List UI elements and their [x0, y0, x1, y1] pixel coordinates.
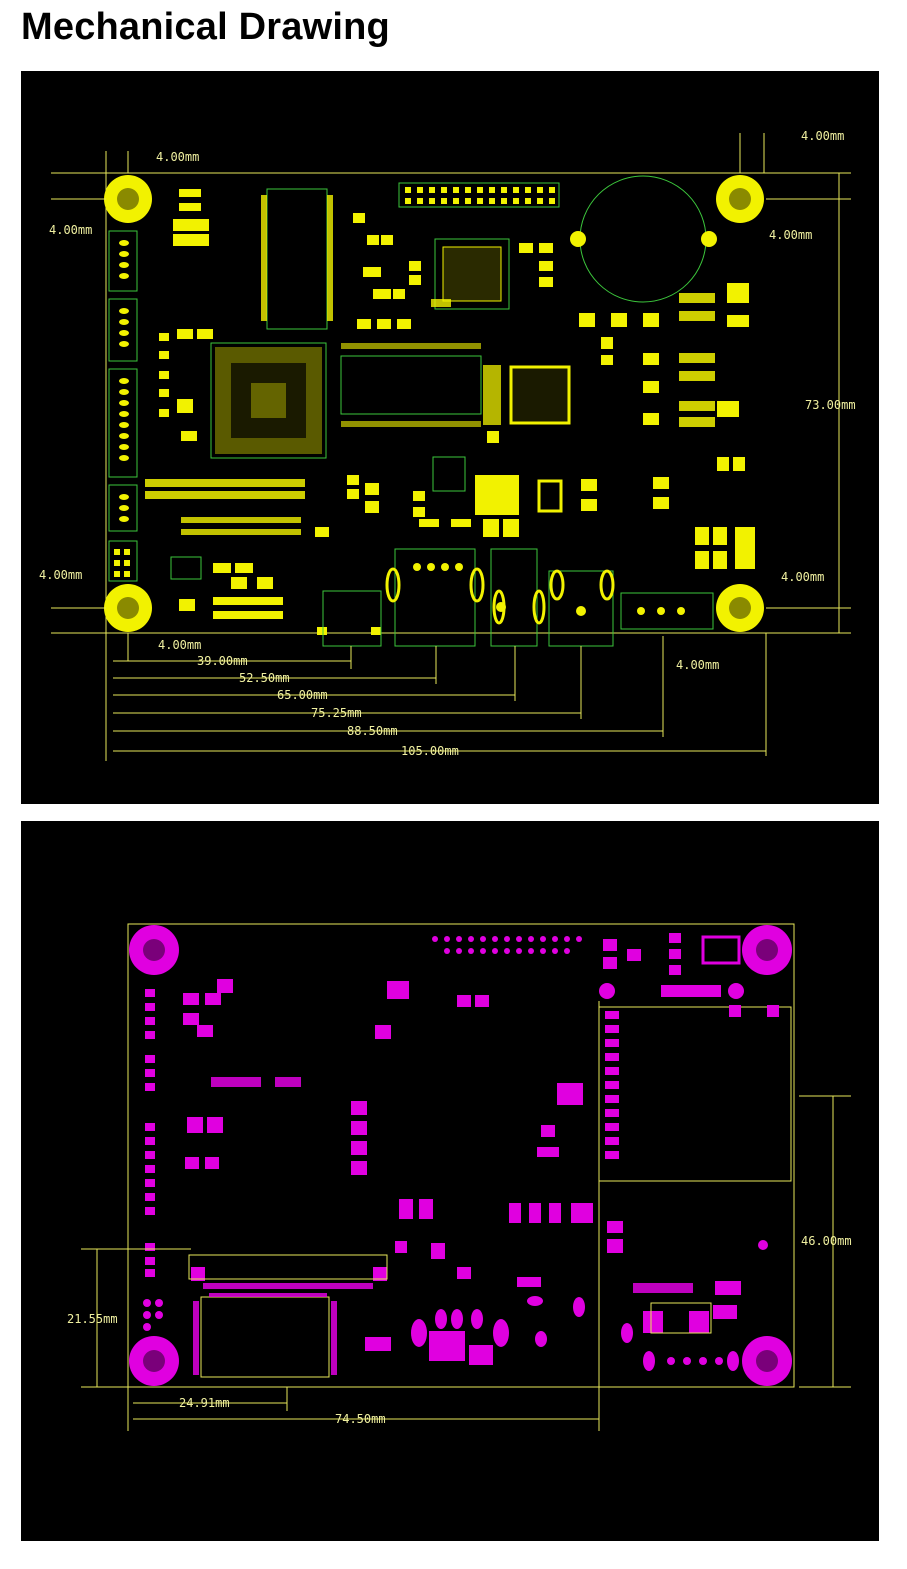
board-outline-bottom	[127, 923, 795, 1388]
dim-bottom-left-height: 21.55mm	[67, 1312, 118, 1326]
dim-corner-bottom-right: 4.00mm	[676, 658, 719, 672]
memory-chip	[266, 188, 328, 330]
top-view-drawing: 4.00mm 4.00mm 4.00mm 4.00mm 73.00mm 4.00…	[21, 71, 879, 804]
left-connectors	[108, 230, 138, 582]
dim-height: 73.00mm	[805, 398, 856, 412]
top-pin-header	[398, 182, 560, 208]
scaler-chip	[340, 355, 482, 415]
dim-corner-bottom-left: 4.00mm	[158, 638, 201, 652]
top-dimension-labels: 4.00mm 4.00mm 4.00mm 4.00mm 73.00mm 4.00…	[39, 129, 856, 758]
dim-75: 75.25mm	[311, 706, 362, 720]
dim-corner-top-right: 4.00mm	[801, 129, 844, 143]
smd-pads	[145, 189, 755, 635]
bottom-view-svg: 46.00mm 21.55mm 24.91mm 74.50mm	[67, 923, 852, 1431]
dim-bottom-height: 46.00mm	[801, 1234, 852, 1248]
bottom-dimension-lines	[81, 1095, 851, 1431]
bga-cpu	[210, 342, 327, 459]
dim-hole-left-top: 4.00mm	[49, 223, 92, 237]
bottom-connectors	[322, 548, 714, 647]
bottom-components	[143, 933, 779, 1371]
top-components	[108, 175, 755, 647]
bottom-mounting-holes	[129, 925, 792, 1386]
dim-hole-left-bottom: 4.00mm	[39, 568, 82, 582]
mounting-holes	[104, 175, 764, 632]
dim-corner-top-left: 4.00mm	[156, 150, 199, 164]
dim-88: 88.50mm	[347, 724, 398, 738]
bottom-chip-pins	[193, 1283, 373, 1375]
bottom-dimension-labels: 46.00mm 21.55mm 24.91mm 74.50mm	[67, 1234, 852, 1426]
dim-74: 74.50mm	[335, 1412, 386, 1426]
dim-52: 52.50mm	[239, 671, 290, 685]
qfn-chip	[434, 238, 510, 310]
qfp-chip	[509, 365, 571, 425]
top-view-svg: 4.00mm 4.00mm 4.00mm 4.00mm 73.00mm 4.00…	[39, 129, 856, 761]
dim-24: 24.91mm	[179, 1396, 230, 1410]
dim-39: 39.00mm	[197, 654, 248, 668]
bottom-view-drawing: 46.00mm 21.55mm 24.91mm 74.50mm	[21, 821, 879, 1541]
dim-105: 105.00mm	[401, 744, 459, 758]
left-connector-pins	[114, 240, 130, 577]
dim-65: 65.00mm	[277, 688, 328, 702]
page-title: Mechanical Drawing	[21, 6, 390, 48]
dim-hole-right-bottom: 4.00mm	[781, 570, 824, 584]
dim-hole-right-top: 4.00mm	[769, 228, 812, 242]
battery-holder	[579, 175, 707, 303]
top-dimension-lines	[51, 133, 851, 761]
bottom-header-dots	[432, 936, 582, 954]
